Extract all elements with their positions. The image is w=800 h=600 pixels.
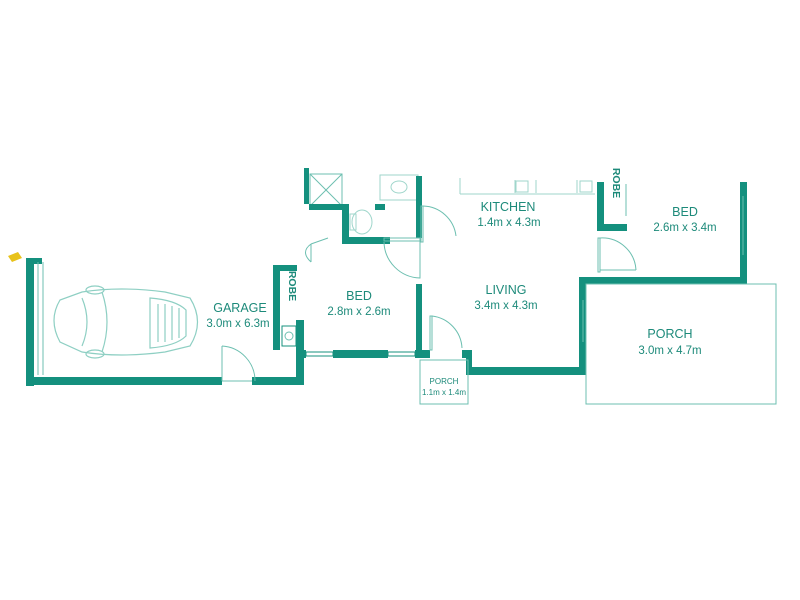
porch-main-name: PORCH <box>647 327 692 341</box>
bath-wall-bottom <box>342 237 390 244</box>
basin-icon <box>390 180 408 194</box>
bed2-name: BED <box>672 205 698 219</box>
robe-right-bottom <box>597 224 627 231</box>
porch-main-area: PORCH 3.0m x 4.7m <box>585 283 777 405</box>
sink-icon <box>515 180 529 193</box>
robe-left-area: ROBE <box>273 265 304 385</box>
garage-bottom-wall <box>26 377 222 385</box>
porch-small-outline <box>419 359 469 405</box>
bed2-door-swing <box>599 237 637 271</box>
bed2-dims: 2.6m x 3.4m <box>653 222 716 234</box>
living-door-swing <box>431 315 463 349</box>
bath-wall-mid <box>342 204 349 244</box>
porch-small-name: PORCH <box>430 377 459 386</box>
garage-left-wall <box>26 258 34 386</box>
kitchen-door-swing <box>422 205 457 237</box>
garage-area: GARAGE 3.0m x 6.3m <box>8 252 304 386</box>
kitchen-dims: 1.4m x 4.3m <box>477 217 540 229</box>
garage-dims: 3.0m x 6.3m <box>206 318 269 330</box>
garage-door-swing <box>221 345 256 382</box>
car-icon <box>53 285 199 359</box>
bed2-area: ROBE BED 2.6m x 3.4m <box>579 168 747 284</box>
living-name: LIVING <box>486 283 527 297</box>
porch-small-dims: 1.1m x 1.4m <box>422 388 466 397</box>
bed1-door-swing <box>383 241 421 279</box>
bath-wall-right <box>375 204 385 210</box>
kitchen-name: KITCHEN <box>481 200 536 214</box>
toilet-icon <box>351 209 373 235</box>
porch-main-dims: 3.0m x 4.7m <box>638 345 701 357</box>
porch-main-outline <box>585 283 777 405</box>
living-lower-wall <box>466 367 586 375</box>
living-area: LIVING 3.4m x 4.3m <box>418 280 586 375</box>
robe-left-wall <box>273 265 280 350</box>
robe-right-label: ROBE <box>610 168 622 198</box>
porch-small-area: PORCH 1.1m x 1.4m <box>419 359 469 405</box>
bed1-bottom-wall-a <box>296 350 306 358</box>
garage-bottom-wall-right <box>252 377 304 385</box>
garage-corner-marker <box>8 252 22 262</box>
living-step-wall <box>466 352 472 374</box>
bathroom-area <box>304 168 419 263</box>
bed1-bottom-wall-b <box>333 350 388 358</box>
garage-name: GARAGE <box>213 301 267 315</box>
bed1-area: BED 2.8m x 2.6m <box>296 176 425 358</box>
bath-wall-top <box>309 204 349 210</box>
living-bottom-wall-a <box>418 350 430 358</box>
bed1-name: BED <box>346 289 372 303</box>
bed1-dims: 2.8m x 2.6m <box>327 306 390 318</box>
kitchen-area: KITCHEN 1.4m x 4.3m <box>420 178 595 243</box>
robe-left-label: ROBE <box>286 271 298 301</box>
bed1-right-wall-bottom <box>416 284 422 358</box>
robe-left-top-wall <box>273 265 297 271</box>
bed1-right-wall-top <box>416 176 422 238</box>
bath-wall-left <box>304 168 309 204</box>
bed2-bottom-wall <box>579 277 747 284</box>
living-dims: 3.4m x 4.3m <box>474 300 537 312</box>
robe-right-wall <box>597 182 604 230</box>
garage-top-stub <box>26 258 42 264</box>
